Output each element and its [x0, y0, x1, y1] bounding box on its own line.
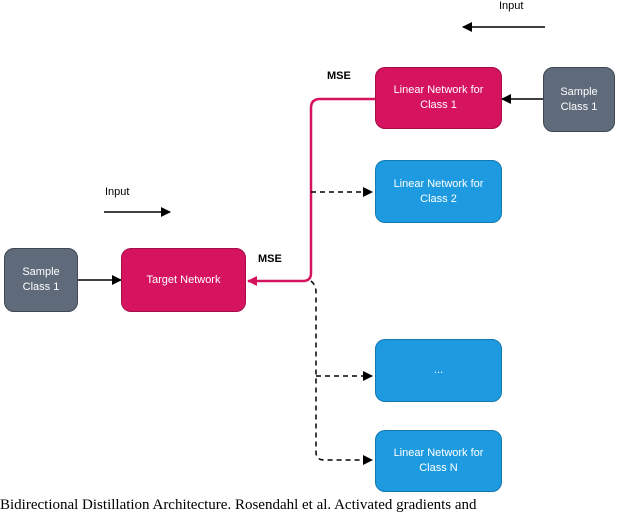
linear-network-class1-node: Linear Network for Class 1	[375, 67, 502, 129]
figure-caption: Bidirectional Distillation Architecture.…	[0, 497, 477, 513]
target-network-node: Target Network	[121, 248, 246, 312]
input-label-top: Input	[499, 0, 524, 12]
sample-class1-left-node: Sample Class 1	[4, 248, 78, 312]
mse-label-top: MSE	[327, 70, 351, 82]
linear-network-ellipsis-node: ...	[375, 339, 502, 402]
linear-network-class2-node: Linear Network for Class 2	[375, 160, 502, 223]
edge-mse-linear1-to-target	[247, 97, 375, 286]
sample-class1-right-node: Sample Class 1	[543, 67, 615, 132]
linear-network-classN-node: Linear Network for Class N	[375, 430, 502, 492]
input-label-left: Input	[105, 186, 130, 198]
edge-dashed-trunk	[310, 280, 373, 465]
mse-label-mid: MSE	[258, 253, 282, 265]
